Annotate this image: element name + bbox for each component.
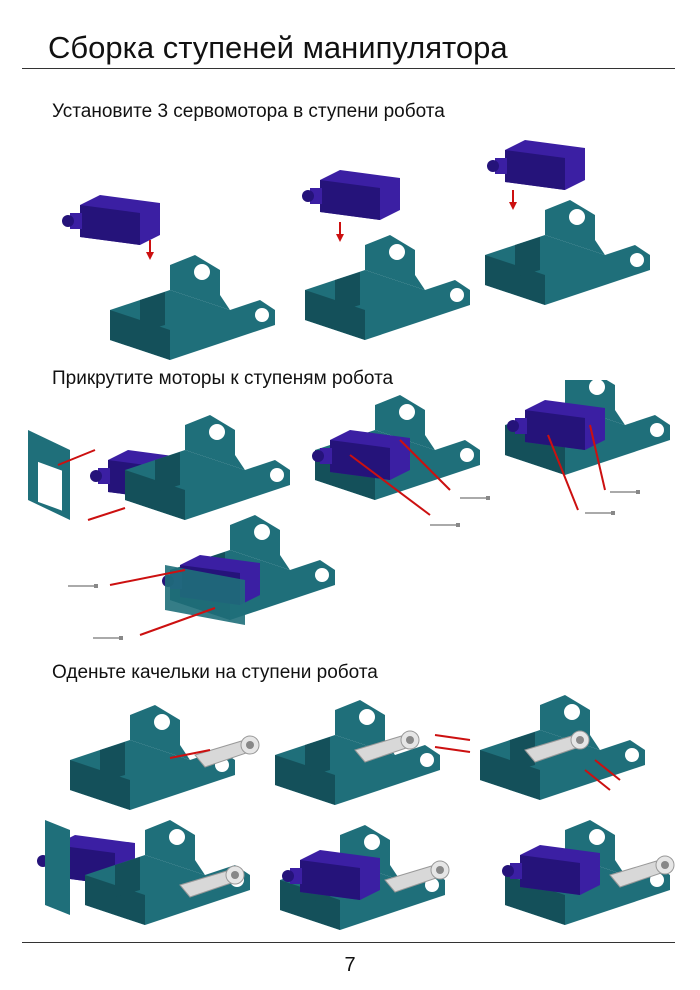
illustration-install-servos xyxy=(62,140,650,360)
section-heading-attach-horns: Оденьте качельки на ступени робота xyxy=(52,662,378,683)
page-number: 7 xyxy=(344,954,356,976)
illustration-attach-horns xyxy=(37,695,675,930)
footer-divider xyxy=(22,942,675,943)
section-heading-screw-motors: Прикрутите моторы к ступеням робота xyxy=(52,368,394,389)
page-title: Сборка ступеней манипулятора xyxy=(48,30,508,65)
title-divider xyxy=(22,68,675,69)
section-heading-install-servos: Установите 3 сервомотора в ступени робот… xyxy=(52,101,445,122)
illustration-screw-motors xyxy=(28,380,670,641)
